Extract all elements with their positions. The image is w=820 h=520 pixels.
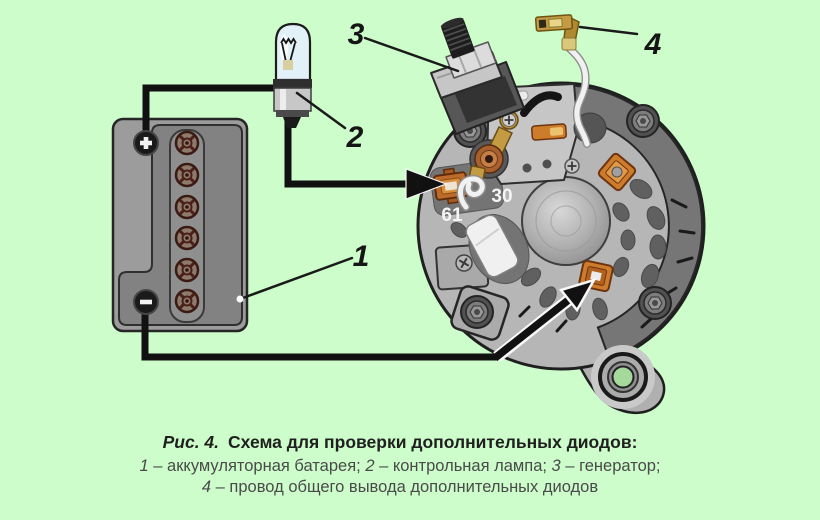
terminal-30-label: 30 bbox=[491, 186, 512, 207]
callout-3: 3 bbox=[348, 18, 365, 51]
figure-caption: Рис. 4. Схема для проверки дополнительных… bbox=[0, 432, 800, 498]
screw-icon bbox=[564, 158, 580, 174]
battery-cell-caps bbox=[174, 130, 200, 314]
battery-plus-terminal bbox=[133, 130, 159, 156]
wire-battery-minus-to-diode-terminal bbox=[492, 277, 597, 362]
arrow-to-diode-terminal bbox=[558, 277, 597, 313]
battery bbox=[111, 117, 249, 333]
terminal-30-wire bbox=[456, 165, 519, 278]
wire-battery-minus-run bbox=[141, 304, 497, 361]
caption-legend-line-1: 1 – аккумуляторная батарея; 2 – контроль… bbox=[139, 457, 661, 475]
plus-icon bbox=[140, 137, 152, 149]
generator: 61 30 bbox=[416, 14, 706, 414]
orange-slot-terminal bbox=[531, 123, 567, 141]
caption-title-text: Схема для проверки дополнительных диодов… bbox=[228, 432, 638, 452]
diode-wire-connector bbox=[534, 14, 580, 51]
battery-minus-terminal bbox=[133, 289, 159, 315]
callout-4: 4 bbox=[644, 28, 662, 61]
mounting-eyelet bbox=[591, 345, 655, 409]
caption-legend-line-2: 4 – провод общего вывода дополнительных … bbox=[201, 478, 599, 496]
b-plus-stud bbox=[430, 17, 525, 135]
generator-bolts bbox=[453, 104, 672, 329]
callout-1: 1 bbox=[353, 240, 370, 273]
diode-common-wire bbox=[534, 14, 607, 148]
control-lamp bbox=[273, 22, 312, 128]
lamp-filament bbox=[280, 37, 297, 63]
screw-icon bbox=[455, 254, 473, 272]
minus-icon bbox=[140, 299, 152, 305]
blade-connector bbox=[465, 214, 519, 278]
arrow-to-terminal-61 bbox=[405, 168, 448, 200]
terminal-61-label: 61 bbox=[441, 205, 463, 226]
leader-line-2 bbox=[295, 91, 347, 130]
wire-lamp-to-terminal-61 bbox=[284, 118, 448, 200]
regulator-hook bbox=[520, 91, 562, 117]
leader-line-4 bbox=[578, 25, 639, 36]
callout-2: 2 bbox=[346, 121, 364, 154]
callout-leaders bbox=[236, 25, 639, 303]
lamp-base bbox=[273, 79, 312, 128]
caption-figure-number: Рис. 4. bbox=[162, 432, 220, 452]
leader-line-3 bbox=[363, 36, 460, 73]
caption-title: Рис. 4. Схема для проверки дополнительных… bbox=[0, 432, 800, 453]
diode-terminal-upper bbox=[597, 152, 637, 192]
lamp-contact bbox=[283, 117, 301, 128]
leader-line-1 bbox=[238, 256, 354, 301]
generator-hub bbox=[521, 176, 611, 266]
